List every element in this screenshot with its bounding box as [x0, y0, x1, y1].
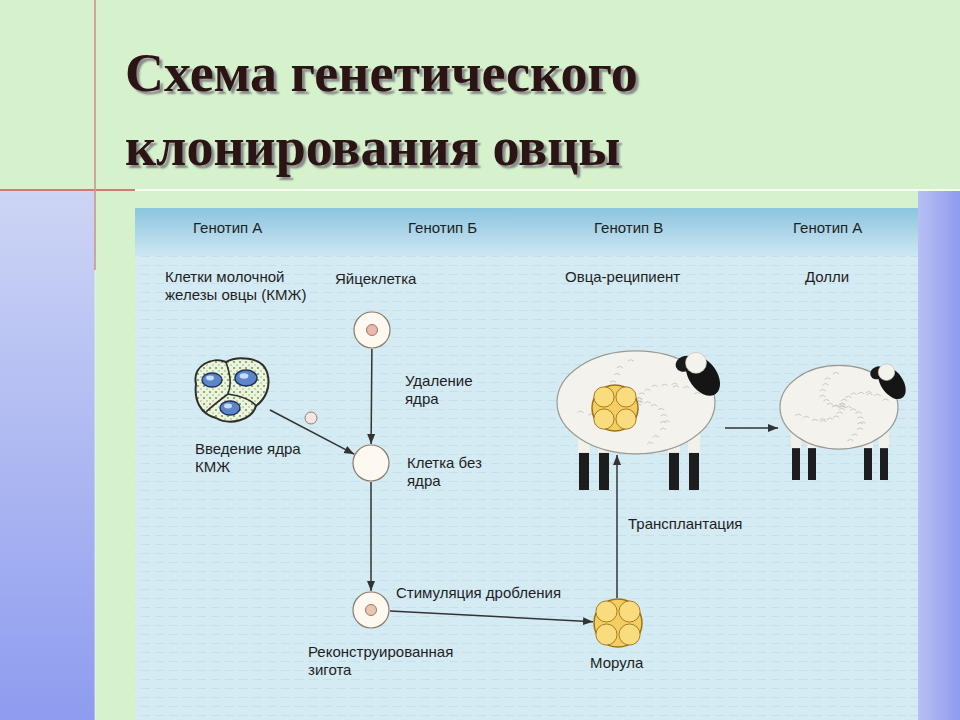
edge-label: Стимуляция дробления [396, 584, 606, 602]
genotype-label: Генотип А [193, 219, 262, 237]
diagram-node: Реконструированная зигота [308, 591, 488, 681]
sheep-illustration [778, 355, 908, 450]
cell-illustration [190, 354, 270, 424]
cell-illustration [352, 444, 390, 482]
genotype-label: Генотип Б [408, 219, 477, 237]
genotype-label: Генотип В [594, 219, 663, 237]
arrow-connector [616, 455, 618, 598]
cell-illustration [353, 311, 391, 349]
node-label: Реконструированная зигота [308, 643, 486, 679]
node-label: Овца-реципиент [565, 268, 725, 286]
diagram-node: Клетки молочной железы овцы (КМЖ) [160, 266, 317, 426]
diagram-node: Морула [590, 596, 672, 674]
node-label: Морула [590, 654, 670, 672]
node-label: Клетка без ядра [407, 454, 492, 490]
edge-label: Трансплантация [628, 515, 768, 533]
node-label: Клетки молочной железы овцы (КМЖ) [165, 268, 315, 304]
diagram-node: Клетка без ядра [352, 444, 494, 492]
edge-label: Введение ядра КМЖ [195, 440, 310, 476]
free-nucleus [305, 412, 317, 424]
diagram-node: Долли [775, 268, 910, 452]
edge-label: Удаление ядра [405, 372, 500, 408]
diagram-node: Яйцеклетка [335, 270, 437, 351]
sheep-illustration [555, 338, 725, 455]
genotype-label: Генотип А [793, 219, 862, 237]
node-label: Долли [805, 268, 905, 286]
arrow-connector [370, 482, 372, 591]
slide-title: Схема генетического клонирования овцы [125, 36, 765, 184]
arrow-connector [370, 349, 372, 444]
arrow-connector [725, 427, 778, 429]
arrow-connector [390, 611, 593, 622]
cell-illustration [593, 598, 643, 648]
diagram-node: Овца-реципиент [555, 268, 727, 457]
node-label: Яйцеклетка [335, 270, 435, 288]
cell-illustration [352, 591, 390, 629]
